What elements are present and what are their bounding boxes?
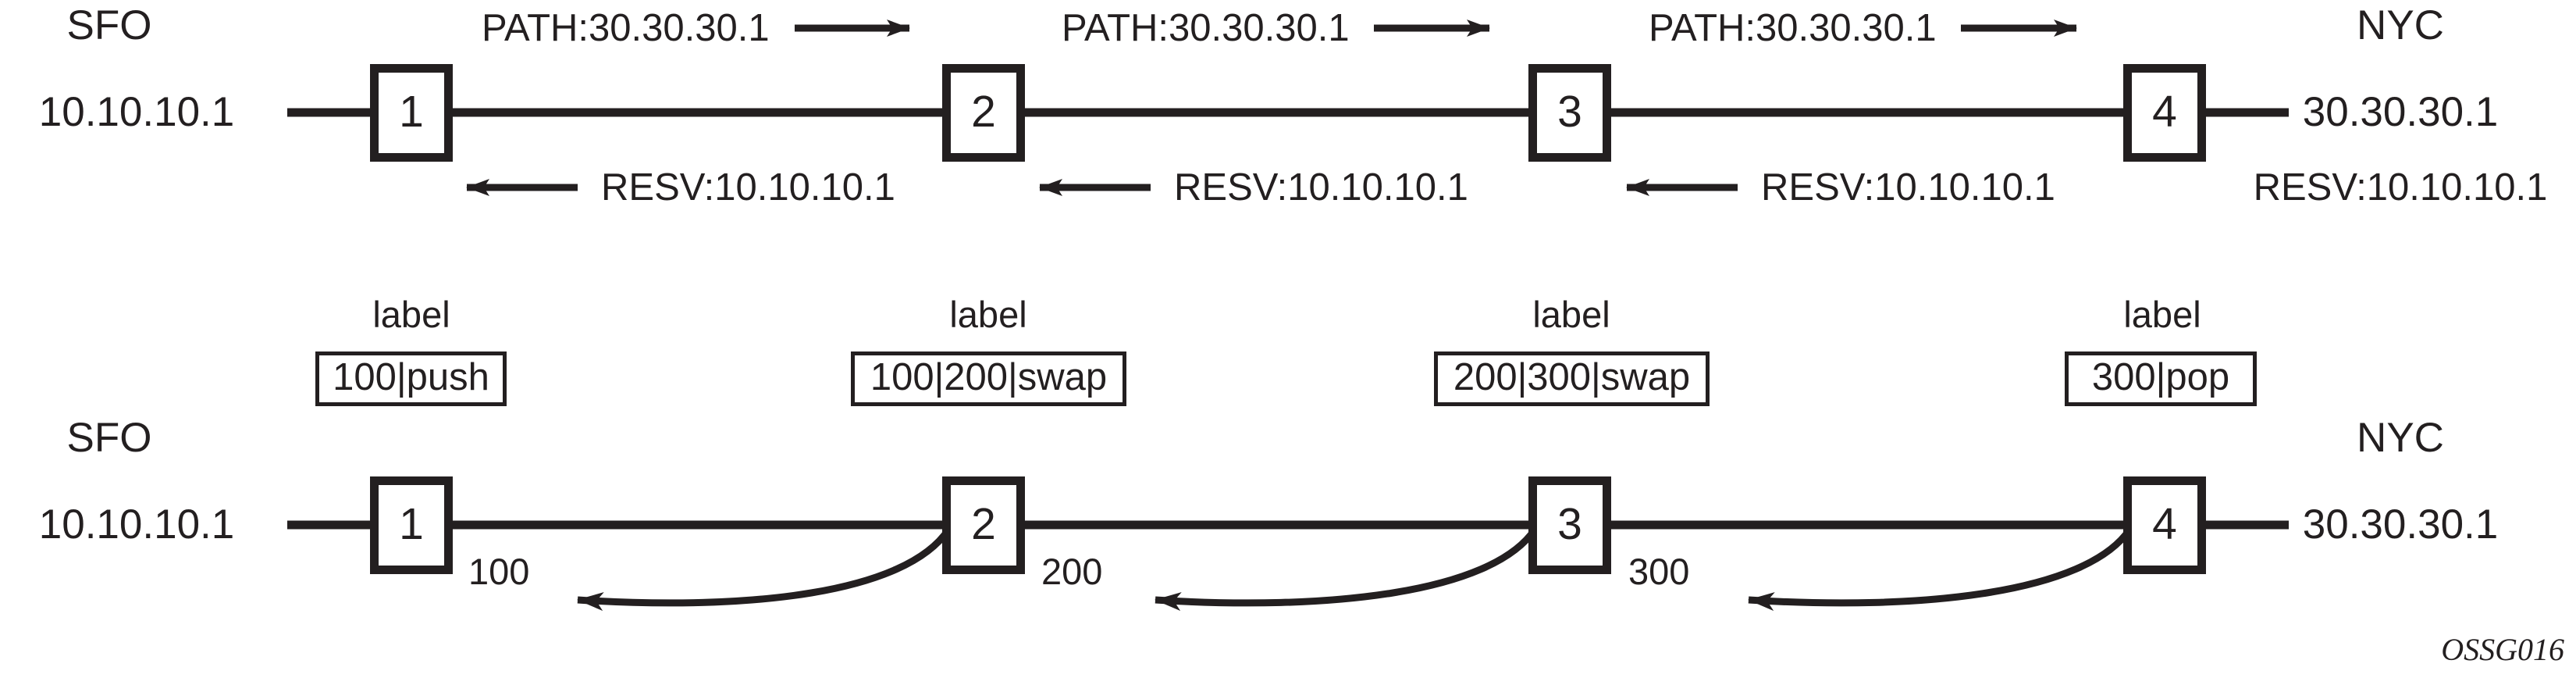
bottom-node-4[interactable]: 4	[2123, 476, 2206, 574]
path-message-link-2: PATH:30.30.30.1	[1062, 7, 1350, 49]
top-node-1[interactable]: 1	[370, 64, 453, 162]
top-node-3-id: 3	[1557, 87, 1582, 137]
top-node-3[interactable]: 3	[1528, 64, 1611, 162]
label-arrow-3-to-2	[1155, 527, 1538, 612]
bottom-node-4-id: 4	[2152, 499, 2177, 549]
top-node-2[interactable]: 2	[942, 64, 1025, 162]
advertised-label-node-2: 200	[1041, 551, 1103, 592]
bottom-node-3[interactable]: 3	[1528, 476, 1611, 574]
advertised-label-node-3: 300	[1628, 551, 1690, 592]
bottom-node-2[interactable]: 2	[942, 476, 1025, 574]
advertised-label-node-1: 100	[468, 551, 530, 592]
label-caption-node-3: label	[1532, 294, 1610, 335]
label-operation-box-node-3[interactable]: 200|300|swap	[1434, 351, 1710, 406]
bottom-right-site-name: NYC	[2357, 415, 2444, 461]
top-left-site-name: SFO	[66, 2, 152, 48]
label-operation-node-4: 300|pop	[2091, 356, 2230, 398]
bottom-left-site-address: 10.10.10.1	[38, 501, 235, 548]
bottom-node-1-id: 1	[399, 499, 424, 549]
label-arrow-4-to-3	[1748, 527, 2133, 612]
label-operation-node-2: 100|200|swap	[870, 356, 1108, 398]
label-operation-box-node-2[interactable]: 100|200|swap	[851, 351, 1126, 406]
resv-message-link-3: RESV:10.10.10.1	[1761, 166, 2055, 209]
top-right-resv-note: RESV:10.10.10.1	[2253, 166, 2548, 209]
label-caption-node-1: label	[372, 294, 450, 335]
top-node-4-id: 4	[2152, 87, 2177, 137]
label-arrow-2-to-1	[577, 527, 952, 612]
label-caption-node-2: label	[949, 294, 1027, 335]
bottom-right-site-address: 30.30.30.1	[2302, 501, 2499, 548]
path-message-link-1: PATH:30.30.30.1	[482, 7, 770, 49]
label-operation-box-node-4[interactable]: 300|pop	[2065, 351, 2257, 406]
label-operation-node-3: 200|300|swap	[1453, 356, 1691, 398]
label-caption-node-4: label	[2123, 294, 2201, 335]
top-node-1-id: 1	[399, 87, 424, 137]
bottom-node-1[interactable]: 1	[370, 476, 453, 574]
figure-id-watermark: OSSG016	[2441, 632, 2564, 667]
top-left-site-address: 10.10.10.1	[38, 89, 235, 135]
path-message-link-3: PATH:30.30.30.1	[1649, 7, 1937, 49]
top-node-4[interactable]: 4	[2123, 64, 2206, 162]
bottom-left-site-name: SFO	[66, 415, 152, 461]
bottom-node-2-id: 2	[971, 499, 996, 549]
top-node-2-id: 2	[971, 87, 996, 137]
label-operation-node-1: 100|push	[333, 356, 489, 398]
resv-message-link-1: RESV:10.10.10.1	[601, 166, 895, 209]
resv-message-link-2: RESV:10.10.10.1	[1174, 166, 1468, 209]
bottom-node-3-id: 3	[1557, 499, 1582, 549]
label-operation-box-node-1[interactable]: 100|push	[315, 351, 507, 406]
top-right-site-name: NYC	[2357, 2, 2444, 48]
top-right-site-address: 30.30.30.1	[2302, 89, 2499, 135]
